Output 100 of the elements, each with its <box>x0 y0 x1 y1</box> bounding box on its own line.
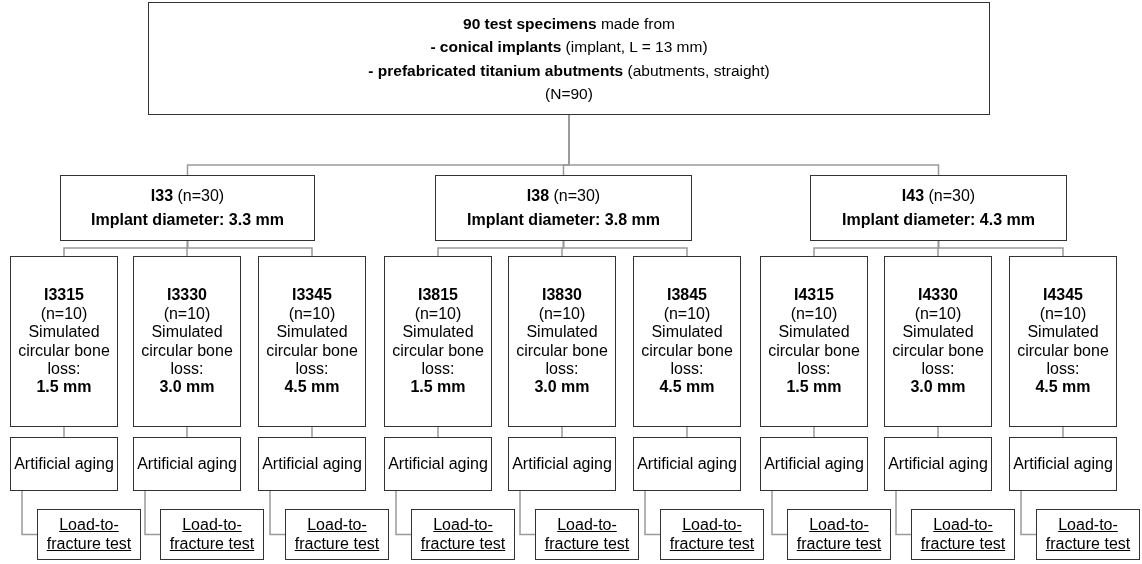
subgroup-box <box>1009 256 1117 427</box>
test-box <box>535 509 639 560</box>
subgroup-box <box>760 256 868 427</box>
group-box <box>435 175 692 241</box>
subgroup-text: (n=10) <box>40 304 88 324</box>
connector-line <box>1020 490 1037 536</box>
subgroup-text: 3.0 mm <box>159 378 215 397</box>
connector-line <box>937 240 1064 257</box>
step-text: Load-to-fracture test <box>45 516 133 553</box>
step-text: Load-to-fracture test <box>419 516 507 553</box>
test-box <box>411 509 515 560</box>
step-text: Artificial aging <box>388 454 488 474</box>
box-text: - conical implants (implant, L = 13 mm) <box>430 37 708 58</box>
subgroup-text: I3345 <box>291 286 332 305</box>
group-text: I33 (n=30) <box>150 186 225 206</box>
connector-line <box>937 426 939 438</box>
group-text: Implant diameter: 4.3 mm <box>842 210 1035 230</box>
subgroup-text: 3.0 mm <box>910 378 966 397</box>
aging-box <box>10 437 118 491</box>
subgroup-text: I4330 <box>917 286 958 305</box>
step-text: Artificial aging <box>1013 454 1113 474</box>
step-text: Artificial aging <box>512 454 612 474</box>
connector-line <box>561 426 563 438</box>
subgroup-text: 1.5 mm <box>410 378 466 397</box>
step-text: Artificial aging <box>137 454 237 474</box>
connector-line <box>311 426 313 438</box>
group-text: I43 (n=30) <box>901 186 976 206</box>
subgroup-box <box>884 256 992 427</box>
connector-line <box>562 240 688 257</box>
test-box <box>911 509 1015 560</box>
test-box <box>37 509 141 560</box>
test-box <box>160 509 264 560</box>
connector-line <box>186 240 313 257</box>
test-box <box>1036 509 1140 560</box>
connector-line <box>771 490 788 536</box>
subgroup-text: Simulated circular bone loss: <box>17 323 111 379</box>
subgroup-text: I3830 <box>541 286 582 305</box>
subgroup-text: 1.5 mm <box>36 378 92 397</box>
aging-box <box>133 437 241 491</box>
step-text: Load-to-fracture test <box>919 516 1007 553</box>
step-text: Artificial aging <box>14 454 114 474</box>
subgroup-text: 1.5 mm <box>786 378 842 397</box>
subgroup-text: Simulated circular bone loss: <box>515 323 609 379</box>
subgroup-text: I3315 <box>43 286 84 305</box>
connector-line <box>269 490 286 536</box>
aging-box <box>258 437 366 491</box>
connector-line <box>644 490 661 536</box>
subgroup-text: (n=10) <box>1039 304 1087 324</box>
connector-line <box>519 490 536 536</box>
connector-line <box>895 490 912 536</box>
box-text: 90 test specimens made from <box>463 14 675 34</box>
test-box <box>285 509 389 560</box>
aging-box <box>633 437 741 491</box>
aging-box <box>384 437 492 491</box>
group-text: Implant diameter: 3.8 mm <box>467 210 660 230</box>
subgroup-text: (n=10) <box>914 304 962 324</box>
connector-line <box>686 426 688 438</box>
test-box <box>660 509 764 560</box>
aging-box <box>760 437 868 491</box>
step-text: Artificial aging <box>888 454 988 474</box>
subgroup-box <box>633 256 741 427</box>
box-text: (N=90) <box>545 83 593 104</box>
subgroup-text: Simulated circular bone loss: <box>265 323 359 379</box>
subgroup-text: 4.5 mm <box>1035 378 1091 397</box>
connector-line <box>1062 426 1064 438</box>
subgroup-text: I4315 <box>793 286 834 305</box>
step-text: Artificial aging <box>262 454 362 474</box>
subgroup-text: (n=10) <box>414 304 462 324</box>
subgroup-text: I3815 <box>417 286 458 305</box>
connector-line <box>21 490 38 536</box>
subgroup-text: (n=10) <box>288 304 336 324</box>
subgroup-text: Simulated circular bone loss: <box>767 323 861 379</box>
subgroup-text: Simulated circular bone loss: <box>391 323 485 379</box>
subgroup-text: I3845 <box>666 286 707 305</box>
subgroup-text: Simulated circular bone loss: <box>1016 323 1110 379</box>
step-text: Load-to-fracture test <box>795 516 883 553</box>
group-text: Implant diameter: 3.3 mm <box>91 210 284 230</box>
aging-box <box>1009 437 1117 491</box>
connector-line <box>437 426 439 438</box>
specimen-box <box>148 2 990 115</box>
test-box <box>787 509 891 560</box>
group-box <box>60 175 315 241</box>
subgroup-text: Simulated circular bone loss: <box>640 323 734 379</box>
connector-line <box>813 426 815 438</box>
aging-box <box>508 437 616 491</box>
aging-box <box>884 437 992 491</box>
step-text: Artificial aging <box>637 454 737 474</box>
subgroup-text: 4.5 mm <box>284 378 340 397</box>
step-text: Load-to-fracture test <box>1044 516 1132 553</box>
subgroup-box <box>258 256 366 427</box>
subgroup-text: I4345 <box>1042 286 1083 305</box>
subgroup-box <box>133 256 241 427</box>
step-text: Load-to-fracture test <box>543 516 631 553</box>
group-text: I38 (n=30) <box>526 186 601 206</box>
connector-line <box>186 426 188 438</box>
subgroup-box <box>508 256 616 427</box>
step-text: Artificial aging <box>764 454 864 474</box>
subgroup-text: (n=10) <box>663 304 711 324</box>
subgroup-text: 3.0 mm <box>534 378 590 397</box>
subgroup-text: (n=10) <box>163 304 211 324</box>
